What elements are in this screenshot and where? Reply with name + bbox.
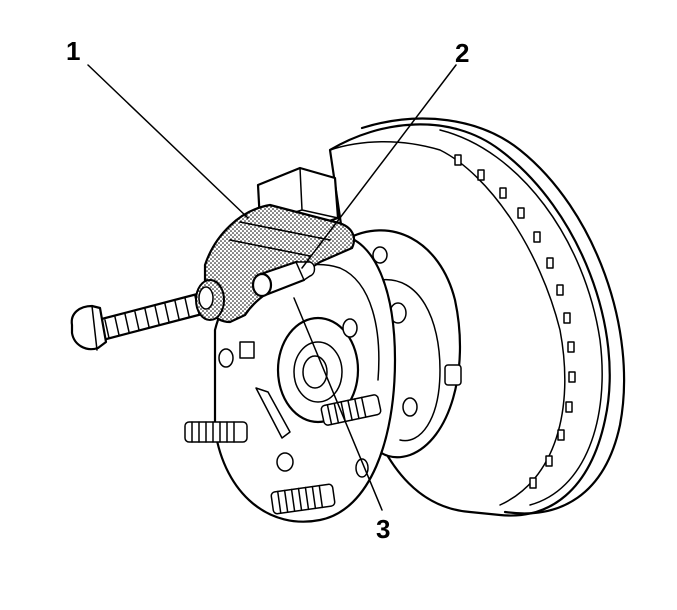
forcing-screw-threads [104,295,200,339]
vent-slot [529,477,537,489]
vent-slot [499,187,507,199]
hub-boss-flange [379,279,441,442]
boss-stud-hole [372,246,388,264]
puller-bolt-nut [251,272,273,298]
flange-tab [239,341,255,359]
rotor-rim-inner [439,129,603,506]
vent-slot [546,257,554,269]
forcing-screw-head [70,304,108,351]
callout-3: 3 [376,514,390,544]
callout-1: 1 [66,36,80,66]
hub-flange [213,233,397,523]
vent-slot [568,371,576,383]
forcing-screw [70,290,212,351]
vent-slot [545,455,553,467]
leader-lines [87,64,457,511]
vent-slot [565,401,573,413]
wheel-stud [184,421,248,443]
wheel-studs [184,394,382,515]
vent-slot [517,207,525,219]
puller-bolt [251,260,316,298]
boss-stud-stub [444,364,462,386]
rotor-vent-slots [454,154,576,489]
callout-2: 2 [455,38,469,68]
vent-slot [557,429,565,441]
flange-hole [355,458,369,478]
flange-hole [218,348,234,368]
wheel-stud [320,394,382,426]
puller-tool [70,203,356,351]
leader-line-2 [301,64,457,269]
vent-slot [563,312,571,324]
flange-hole [342,318,358,338]
flange-slot [255,387,291,439]
callout-labels: 1 2 3 [66,36,469,544]
vent-slot [556,284,564,296]
wheel-stud [270,483,336,515]
leader-line-1 [87,64,249,219]
leader-line-3 [293,297,383,511]
rotor-outer-rim [360,117,626,515]
vent-slot [567,341,575,353]
vent-slot [477,169,485,181]
vent-slot [454,154,462,166]
flange-hole [276,452,294,472]
vent-slot [533,231,541,243]
boss-bolt-hole [402,397,418,417]
hub-center-bore [302,355,328,389]
puller-bolt-tip [295,261,316,281]
